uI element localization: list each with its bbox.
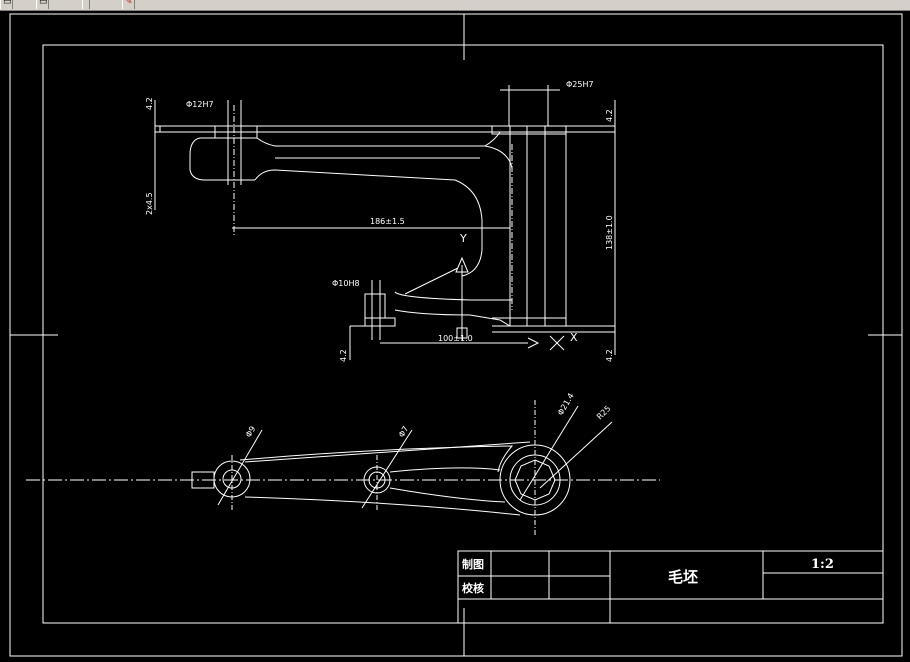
title-part-name: 毛坯 [668,568,698,586]
dim-lower-left: 4.2 [339,349,348,362]
dim-length-main: 186±1.5 [370,217,405,226]
front-view [26,400,660,535]
dim-right-top: 4.2 [605,109,614,122]
dim-bore-right: Φ25H7 [566,80,594,89]
title-block [457,550,884,624]
dim-bore-lower: Φ10H8 [332,279,360,288]
label-x: X [570,331,578,344]
dim-left-top: 4.2 [145,97,154,110]
dim-bore-left: Φ12H7 [186,100,214,109]
document-icon: ▭ [3,0,12,7]
open-file-button[interactable]: ▭ [36,0,49,9]
pencil-icon: ✎ [125,0,133,7]
cad-toolbar: ▭ ▭ ✎ [0,0,910,11]
dim-hole-left: Φ9 [244,425,257,439]
cad-drawing-canvas[interactable]: 4.2 2x4.5 Φ12H7 Φ25H7 186±1.5 138±1.0 4.… [0,10,910,662]
top-view [154,85,616,360]
label-y: Y [459,232,467,245]
dim-lower-length: 100±1.0 [438,334,473,343]
dim-hole-mid: Φ7 [397,425,410,439]
title-drawn-label: 制图 [462,557,484,571]
title-scale: 1:2 [811,557,834,572]
dim-height-right: 138±1.0 [605,215,614,250]
title-checked-label: 校核 [462,581,484,595]
new-file-button[interactable]: ▭ [0,0,13,9]
dim-radius-right: R25 [595,404,613,422]
dim-hole-right: Φ21.4 [556,392,576,417]
folder-icon: ▭ [39,0,48,7]
dim-right-bottom: 4.2 [605,349,614,362]
separator-button [82,0,90,9]
draw-tool-button[interactable]: ✎ [122,0,135,9]
dim-left-bottom: 2x4.5 [145,192,154,215]
